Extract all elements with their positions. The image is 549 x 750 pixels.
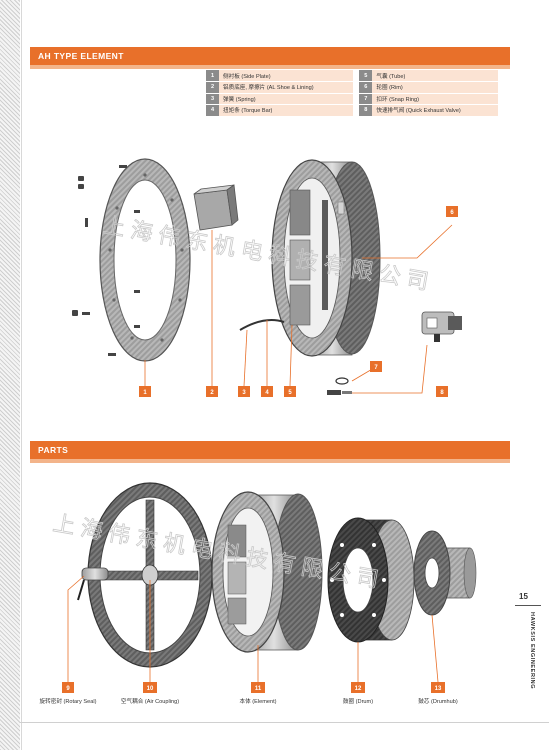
rotary-seal-drawing [77, 567, 109, 601]
legend-row: 2 铝质底座, 摩擦片 (AL Shoe & Lining) 6 轮圈 (Rim… [206, 81, 498, 94]
quick-exhaust-valve-drawing [421, 311, 462, 342]
part-caption-rotary-seal: 旋转密封 (Rotary Seal) [39, 699, 97, 705]
callout-chip: 12 [351, 682, 365, 693]
bolts-drawing [72, 165, 140, 356]
callout-chip: 10 [143, 682, 157, 693]
callout-chip: 13 [431, 682, 445, 693]
section-bar-element: AH TYPE ELEMENT [30, 47, 510, 65]
legend-number: 7 [359, 93, 373, 105]
callout-number: 5 [288, 390, 292, 396]
spoke-wheel-drawing [87, 482, 213, 668]
illustration-canvas: 1 2 3 4 5 6 7 8 [51, 158, 477, 693]
legend-number: 6 [359, 81, 373, 94]
legend-label: 气囊 (Tube) [372, 70, 498, 82]
legend-number: 8 [359, 104, 373, 117]
page-number-rule [515, 605, 541, 606]
parts-legend-table: 1 侧衬板 (Side Plate) 5 气囊 (Tube) 2 铝质底座, 摩… [206, 70, 498, 117]
legend-label: 扣环 (Snap Ring) [372, 93, 498, 105]
part-caption-drum: 鼓圈 (Drum) [342, 699, 374, 705]
callout-chip: 8 [436, 386, 448, 397]
page-number: 15 [519, 592, 528, 601]
callout-leaders-bottom [67, 575, 439, 683]
legend-label: 侧衬板 (Side Plate) [219, 70, 354, 82]
legend-number: 1 [206, 70, 219, 82]
callout-number: 11 [255, 686, 262, 692]
legend-gap [353, 81, 360, 94]
legend-label: 轮圈 (Rim) [372, 81, 498, 94]
legend-label: 扭矩条 (Torque Bar) [219, 104, 354, 117]
side-plate-drawing [99, 158, 191, 362]
callout-chip: 6 [446, 206, 458, 217]
legend-gap [353, 70, 360, 82]
legend-label: 快速排气阀 (Quick Exhaust Valve) [372, 104, 498, 117]
callout-chip: 11 [251, 682, 265, 693]
margin-rule [21, 0, 22, 750]
snap-ring-drawing [327, 377, 352, 395]
callout-number: 13 [435, 686, 442, 692]
rim-assembly-drawing [271, 159, 381, 357]
callout-number: 12 [355, 686, 362, 692]
element-body-drawing [211, 491, 323, 653]
callout-chip: 5 [284, 386, 296, 397]
callout-number: 10 [147, 686, 154, 692]
callout-number: 7 [374, 365, 378, 371]
spring-drawing [239, 319, 285, 331]
legend-number: 4 [206, 104, 219, 117]
legend-number: 5 [359, 70, 373, 82]
callout-number: 1 [143, 390, 147, 396]
legend-number: 3 [206, 93, 219, 105]
callout-chip: 7 [370, 361, 382, 372]
section-bar-underline [30, 65, 510, 69]
side-hatch-decoration [0, 0, 20, 750]
part-caption-air-coupling: 空气耦合 (Air Coupling) [120, 699, 180, 705]
part-caption-drumhub: 鼓芯 (Drumhub) [418, 699, 458, 705]
legend-label: 铝质底座, 摩擦片 (AL Shoe & Lining) [219, 81, 354, 94]
legend-number: 2 [206, 81, 219, 94]
section-bar-parts: PARTS [30, 441, 510, 459]
callout-number: 3 [242, 390, 246, 396]
callout-chip: 4 [261, 386, 273, 397]
callout-chip: 2 [206, 386, 218, 397]
drum-hub-drawing [413, 530, 477, 616]
legend-row: 1 侧衬板 (Side Plate) 5 气囊 (Tube) [206, 70, 498, 82]
callout-leaders-top [144, 224, 453, 394]
section-title-parts: PARTS [38, 445, 69, 455]
part-caption-element: 本体 (Element) [239, 699, 277, 705]
callout-number: 6 [450, 210, 454, 216]
callout-chip: 9 [62, 682, 74, 693]
callout-number: 9 [66, 686, 70, 692]
legend-row: 3 弹簧 (Spring) 7 扣环 (Snap Ring) [206, 93, 498, 105]
callout-chip: 3 [238, 386, 250, 397]
callout-number: 2 [210, 390, 214, 396]
drum-drawing [327, 517, 415, 643]
shoe-block-drawing [193, 184, 239, 231]
legend-row: 4 扭矩条 (Torque Bar) 8 快速排气阀 (Quick Exhaus… [206, 104, 498, 117]
brand-vertical: HAWKSIS ENGINEERING [529, 612, 535, 690]
legend-gap [353, 104, 360, 117]
section-bar-underline [30, 459, 510, 463]
section-title-element: AH TYPE ELEMENT [38, 51, 124, 61]
callout-number: 8 [440, 390, 444, 396]
callout-chip: 1 [139, 386, 151, 397]
footer-rule [20, 722, 549, 723]
legend-label: 弹簧 (Spring) [219, 93, 354, 105]
legend-gap [353, 93, 360, 105]
callout-number: 4 [265, 390, 269, 396]
